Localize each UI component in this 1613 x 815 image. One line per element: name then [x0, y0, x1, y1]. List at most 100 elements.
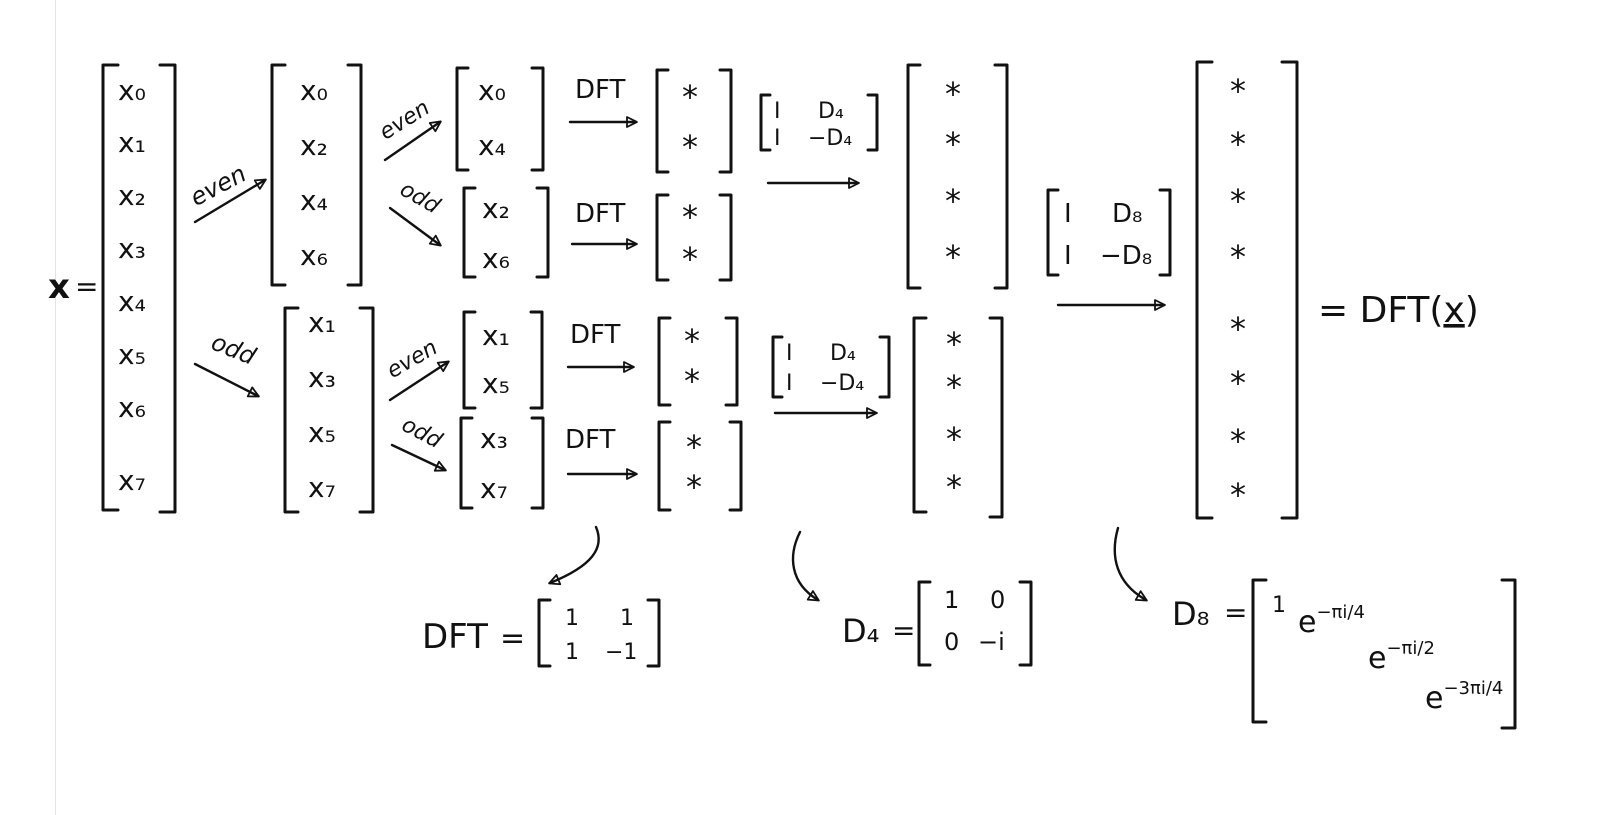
input-entry: x₃	[118, 232, 146, 265]
result-label: = DFT(x)	[1318, 290, 1479, 331]
svg-text:D₈: D₈	[1112, 199, 1142, 229]
d4-def-lhs: D₄	[842, 612, 879, 650]
even-even-label: even	[375, 96, 434, 146]
dft4-output-upper: * * * *	[906, 63, 1009, 290]
svg-text:−i: −i	[978, 628, 1005, 656]
svg-text:I: I	[1064, 199, 1072, 229]
d4-def-pointer	[791, 530, 820, 602]
star-entry: *	[686, 428, 702, 466]
star-entry: *	[1230, 310, 1246, 348]
star-entry: *	[945, 182, 961, 220]
level2-entry: x₄	[478, 129, 506, 162]
svg-text:−D₄: −D₄	[808, 126, 852, 151]
star-entry: *	[1230, 125, 1246, 163]
star-entry: *	[682, 78, 698, 116]
level2-entry: x₅	[482, 367, 510, 400]
level2-even-even-vector: x₀ x₄	[455, 66, 545, 172]
star-entry: *	[945, 238, 961, 276]
level1-odd-entry: x₁	[308, 306, 336, 339]
svg-text:I: I	[786, 341, 793, 366]
input-vector-equals: =	[75, 270, 98, 303]
level2-entry: x₇	[480, 472, 508, 505]
level2-entry: x₂	[482, 192, 510, 225]
d8-def-lhs: D₈	[1172, 595, 1209, 633]
input-vector-right-bracket	[158, 63, 177, 514]
level1-even-entry: x₆	[300, 239, 328, 272]
even-split-arrow	[193, 178, 267, 224]
svg-text:D₄: D₄	[818, 99, 844, 124]
star-entry: *	[682, 198, 698, 236]
input-vector-left-bracket	[101, 63, 120, 512]
level1-even-entry: x₂	[300, 129, 328, 162]
svg-text:−D₈: −D₈	[1100, 241, 1152, 271]
dft-arrow-label: DFT	[575, 75, 626, 105]
level2-odd-even-vector: x₁ x₅	[462, 310, 544, 410]
svg-text:I: I	[1064, 241, 1072, 271]
d4-def-eq: =	[892, 614, 915, 647]
dft2-output-3: * *	[657, 316, 739, 407]
input-vector: x = x₀ x₁ x₂ x₃ x₄ x₅ x₆ x₇	[48, 63, 177, 514]
input-entry: x₆	[118, 391, 146, 424]
star-entry: *	[686, 468, 702, 506]
dft-def-eq: =	[500, 621, 525, 656]
even-split-label: even	[186, 159, 251, 211]
star-entry: *	[682, 128, 698, 166]
level1-even-vector: x₀ x₂ x₄ x₆	[270, 63, 363, 287]
level2-entry: x₀	[478, 74, 506, 107]
star-entry: *	[684, 362, 700, 400]
level2-entry: x₃	[480, 422, 508, 455]
odd-even-label: even	[383, 335, 442, 384]
star-entry: *	[946, 368, 962, 406]
dft-def-pointer	[548, 525, 600, 586]
input-vector-name: x	[48, 267, 70, 307]
odd-split-label: odd	[207, 328, 260, 371]
svg-text:1: 1	[565, 606, 579, 631]
butterfly4-matrix: I D₄ I −D₄	[759, 93, 879, 152]
d8-entry-3: e−πi/2	[1368, 638, 1435, 676]
level2-even-odd-vector: x₂ x₆	[462, 186, 550, 279]
level1-odd-entry: x₇	[308, 471, 336, 504]
level1-odd-vector: x₁ x₃ x₅ x₇	[283, 306, 375, 514]
star-entry: *	[682, 240, 698, 278]
input-entry: x₄	[118, 285, 146, 318]
input-entry: x₇	[118, 464, 146, 497]
star-entry: *	[945, 75, 961, 113]
input-entry: x₁	[118, 126, 146, 159]
dft8-output: * * * * * * * *	[1195, 60, 1299, 520]
even-even-arrow	[383, 120, 442, 162]
svg-text:1: 1	[944, 586, 959, 614]
svg-text:0: 0	[944, 628, 959, 656]
star-entry: *	[684, 322, 700, 360]
svg-text:1: 1	[620, 606, 634, 631]
input-entry: x₅	[118, 338, 146, 371]
odd-odd-label: odd	[397, 412, 446, 454]
level2-entry: x₁	[482, 319, 510, 352]
odd-odd-arrow	[390, 443, 447, 472]
d8-entry-2: e−πi/4	[1298, 602, 1365, 640]
dft2-output-1: * *	[655, 68, 733, 174]
dft-arrow-label: DFT	[565, 425, 616, 455]
d8-entry-4: e−3πi/4	[1425, 678, 1503, 716]
star-entry: *	[1230, 72, 1246, 110]
even-odd-label: odd	[395, 177, 444, 220]
star-entry: *	[946, 420, 962, 458]
d8-def-eq: =	[1224, 596, 1247, 629]
dft4-output-lower: * * * *	[912, 316, 1004, 519]
dft-arrow-label: DFT	[575, 199, 626, 229]
svg-text:−D₄: −D₄	[820, 371, 864, 396]
odd-even-arrow	[388, 360, 450, 402]
level2-odd-odd-vector: x₃ x₇	[459, 416, 545, 510]
svg-text:1: 1	[565, 640, 579, 665]
d8-definition: D₈ = 1 e−πi/4 e−πi/2 e−3πi/4	[1172, 578, 1517, 730]
level1-even-entry: x₀	[300, 74, 328, 107]
level2-entry: x₆	[482, 242, 510, 275]
level1-odd-entry: x₅	[308, 416, 336, 449]
dft-definition: DFT = 1 1 1 −1	[422, 598, 661, 668]
svg-text:D₄: D₄	[830, 341, 856, 366]
svg-text:I: I	[774, 99, 781, 124]
star-entry: *	[945, 125, 961, 163]
dft2-output-2: * *	[655, 193, 733, 282]
input-entry: x₂	[118, 179, 146, 212]
input-entry: x₀	[118, 74, 146, 107]
